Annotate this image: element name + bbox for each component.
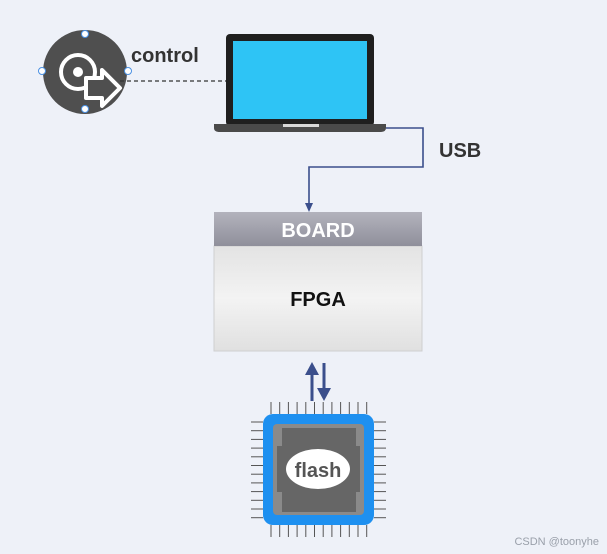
- chip-pins: [251, 402, 386, 537]
- chip-icon[interactable]: flash: [263, 414, 374, 525]
- fpga-label: FPGA: [290, 289, 346, 311]
- usb-link: [308, 127, 424, 205]
- disc-export-icon[interactable]: [38, 30, 132, 114]
- usb-arrowhead: [305, 203, 313, 212]
- board-title: BOARD: [281, 220, 354, 242]
- watermark: CSDN @toonyhe: [514, 536, 599, 548]
- flash-label: flash: [295, 460, 342, 482]
- laptop-icon[interactable]: [214, 34, 386, 132]
- usb-label: USB: [439, 140, 481, 162]
- control-label: control: [131, 45, 199, 67]
- bidirectional-arrows: [305, 362, 331, 401]
- board-block[interactable]: BOARD FPGA: [213, 212, 423, 352]
